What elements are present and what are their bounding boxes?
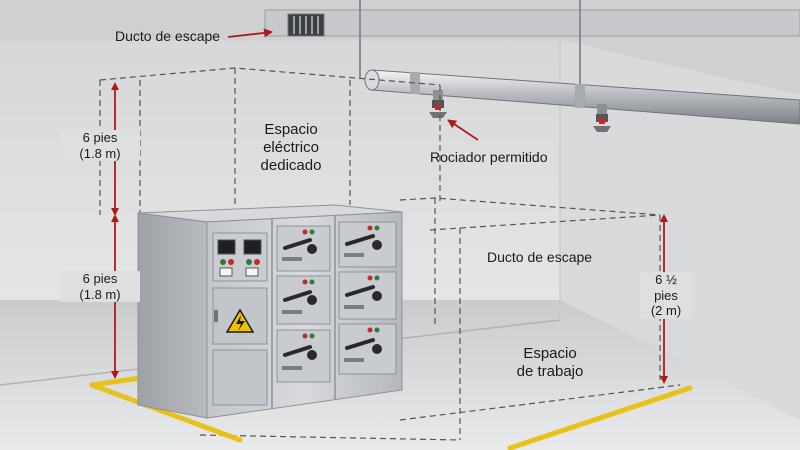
sprinkler-label: Rociador permitido [430, 149, 548, 165]
hazard-door [212, 287, 268, 345]
digital-meter [217, 239, 236, 255]
work-space-label-line: de trabajo [516, 363, 584, 380]
upper-height-label-line: 6 pies [82, 130, 118, 145]
lower-height-label-line: 6 pies [82, 271, 118, 286]
breaker-units-column-3 [338, 221, 397, 375]
lower-door [212, 349, 268, 406]
dedicated-space-outline [99, 67, 441, 215]
exhaust-duct-middle-label: Ducto de escape [487, 249, 593, 265]
pipe-hangers [359, 0, 581, 90]
work-height-label: 6 ½ pies (2 m) [640, 272, 692, 319]
work-height-label-line: (2 m) [650, 303, 682, 319]
electrical-space-label-line: Espacio [264, 121, 318, 138]
exhaust-duct-label: Ducto de escape [115, 28, 221, 44]
right-wall [560, 40, 800, 420]
sprinkler-pointer-arrow [447, 119, 479, 141]
sprinkler-head-icon [429, 90, 447, 118]
upper-height-label: 6 pies (1.8 m) [60, 130, 140, 162]
sprinkler-head-icon [593, 104, 611, 132]
exhaust-duct-ceiling [264, 9, 800, 37]
work-space-label: Espacio de trabajo [500, 345, 600, 381]
work-height-label-line: 6 ½ [655, 272, 677, 287]
upper-height-label-line: (1.8 m) [79, 145, 121, 161]
duct-body [264, 9, 800, 37]
lower-height-label-line: (1.8 m) [79, 286, 121, 302]
lower-height-label: 6 pies (1.8 m) [60, 271, 140, 303]
work-space-label-line: Espacio [523, 345, 577, 362]
floor-safety-stripes [89, 375, 693, 450]
breaker-units-column-2 [276, 225, 331, 383]
electrical-space-label: Espacio eléctrico dedicado [236, 121, 346, 175]
cabinet-side [137, 212, 208, 419]
work-height-label-line: pies [654, 287, 678, 303]
electrical-space-label-line: dedicado [260, 157, 322, 174]
digital-meter [243, 239, 262, 255]
duct-pointer-arrow [227, 28, 273, 38]
electrical-space-label-line: eléctrico [263, 139, 319, 156]
electrical-switchgear-cabinet [137, 204, 403, 419]
